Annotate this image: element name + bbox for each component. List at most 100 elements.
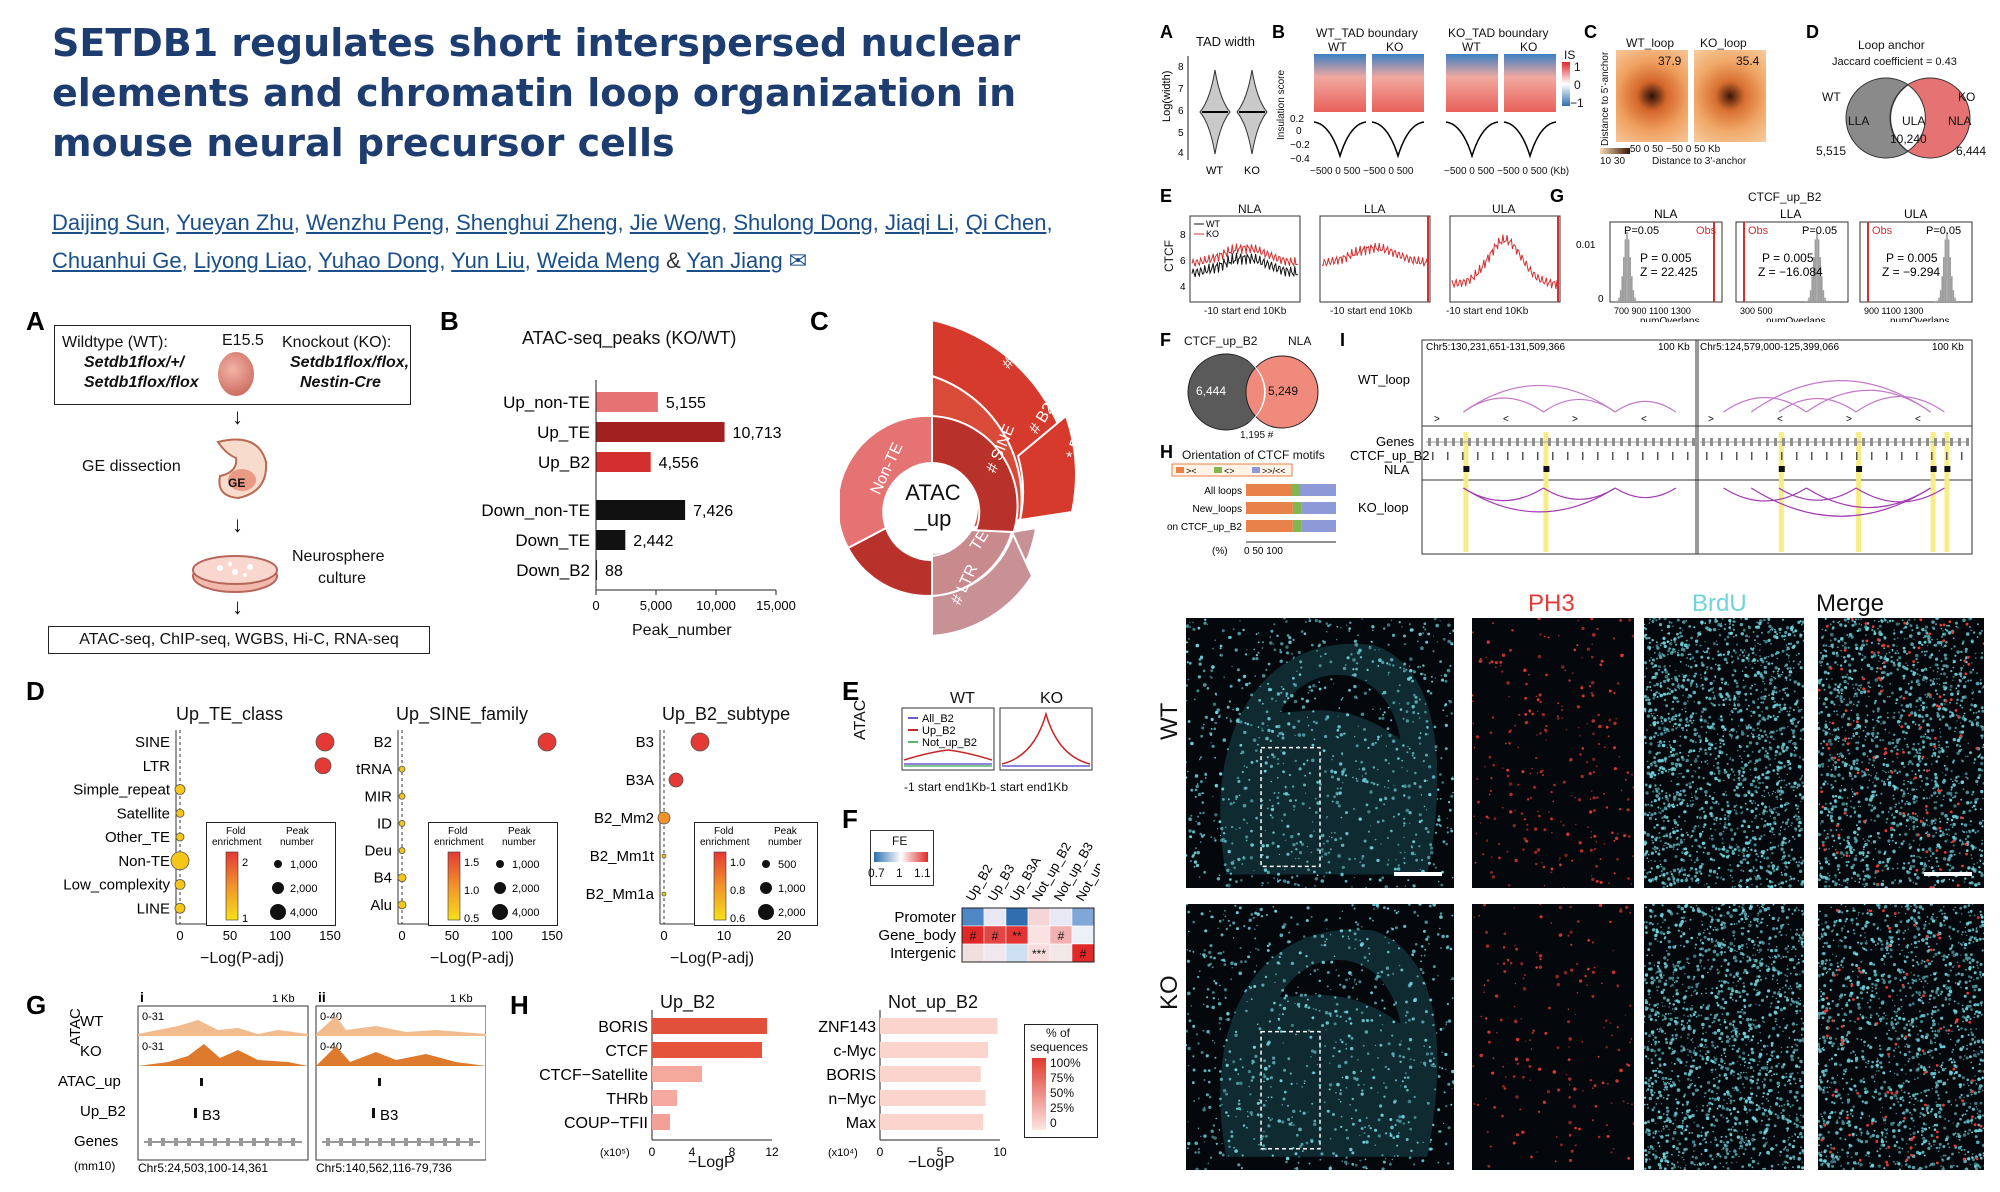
cell-dot: [1523, 818, 1526, 821]
cell-dot: [1322, 851, 1324, 853]
cell-dot: [1729, 874, 1732, 877]
cell-dot: [1846, 839, 1849, 843]
cell-dot: [1630, 883, 1633, 885]
cell-dot: [1292, 682, 1296, 686]
cell-dot: [1882, 861, 1885, 864]
cell-dot: [1777, 675, 1780, 677]
cell-dot: [1776, 772, 1779, 775]
cell-dot: [1932, 670, 1935, 672]
cell-dot: [1661, 671, 1664, 674]
cell-dot: [1482, 853, 1485, 856]
cell-dot: [1840, 784, 1843, 787]
author-link[interactable]: Jie Weng: [629, 210, 722, 235]
author-link[interactable]: Jiaqi Li: [885, 210, 954, 235]
legend-fe-title: Fold: [714, 826, 733, 837]
cell-dot: [1761, 773, 1765, 777]
cell-dot: [1913, 638, 1915, 640]
dot: [174, 784, 186, 795]
i-gene-exon: [1588, 438, 1591, 446]
cell-dot: [1955, 775, 1958, 778]
cell-dot: [1684, 707, 1686, 709]
legend-pn-title: number: [280, 837, 315, 848]
cell-dot: [1982, 862, 1984, 865]
cell-dot: [1477, 800, 1480, 804]
cell-dot: [1665, 808, 1668, 811]
author-link[interactable]: Yuhao Dong: [318, 248, 440, 273]
cell-dot: [1337, 804, 1341, 808]
cell-dot: [1410, 851, 1415, 856]
cell-dot: [1401, 759, 1404, 762]
i-nla-mark: [1463, 466, 1470, 472]
mail-icon[interactable]: ✉: [782, 248, 808, 273]
cell-dot: [1669, 750, 1673, 754]
cell-dot: [1862, 752, 1866, 756]
cell-dot: [1693, 701, 1695, 703]
author-link[interactable]: Chuanhui Ge: [52, 248, 182, 273]
author-link[interactable]: Qi Chen: [965, 210, 1047, 235]
cell-dot: [1975, 681, 1980, 686]
cell-dot: [1699, 832, 1703, 836]
i-ctcf-mark: [1492, 452, 1494, 460]
cell-dot: [1620, 653, 1624, 658]
cell-dot: [1338, 791, 1342, 795]
cell-dot: [1692, 690, 1696, 695]
cell-dot: [1690, 800, 1692, 802]
author-link[interactable]: Daijing Sun: [52, 210, 165, 235]
cell-dot: [1277, 777, 1279, 779]
cell-dot: [1772, 706, 1774, 709]
cell-dot: [1717, 667, 1721, 671]
cell-dot: [1744, 841, 1749, 845]
author-link[interactable]: Yueyan Zhu: [176, 210, 294, 235]
cell-dot: [1862, 845, 1866, 849]
perm-hist: [1821, 276, 1823, 302]
cell-dot: [1645, 849, 1649, 853]
cell-dot: [1590, 692, 1593, 695]
cell-dot: [1385, 745, 1387, 747]
perm-hist: [1616, 300, 1619, 302]
cell-dot: [1418, 785, 1422, 789]
cell-dot: [1905, 731, 1908, 735]
cell-dot: [1709, 837, 1711, 839]
cell-dot: [1337, 854, 1341, 858]
author-link[interactable]: Shenghui Zheng: [456, 210, 618, 235]
cell-dot: [1631, 634, 1634, 638]
cell-dot: [1766, 810, 1768, 813]
cell-dot: [1210, 727, 1213, 730]
cell-dot: [1956, 690, 1960, 694]
cell-dot: [1896, 637, 1899, 639]
cell-dot: [1371, 629, 1374, 632]
cell-dot: [1312, 720, 1316, 723]
cell-dot: [1440, 678, 1445, 682]
author-link[interactable]: Yun Liu: [451, 248, 525, 273]
cell-dot: [1708, 795, 1711, 798]
cell-dot: [1472, 631, 1475, 634]
ko-insulation-heatmap-2: [1504, 54, 1556, 112]
cell-dot: [1545, 739, 1547, 741]
cell-dot: [1509, 648, 1512, 652]
chart-title-B: ATAC-seq_peaks (KO/WT): [522, 328, 737, 348]
cell-dot: [1261, 702, 1264, 705]
cell-dot: [1835, 651, 1839, 655]
cell-dot: [1827, 808, 1830, 811]
cell-dot: [1859, 690, 1864, 695]
cell-dot: [1785, 866, 1789, 869]
cell-dot: [1713, 772, 1716, 775]
cell-dot: [1894, 806, 1896, 808]
cell-dot: [1704, 794, 1707, 797]
author-link[interactable]: Liyong Liao: [193, 248, 307, 273]
author-link[interactable]: Yan Jiang: [686, 248, 783, 273]
cell-dot: [1596, 627, 1599, 631]
author-link[interactable]: Wenzhu Peng: [306, 210, 444, 235]
cell-dot: [1971, 689, 1974, 691]
i-ctcf-mark: [1552, 452, 1554, 460]
cell-dot: [1653, 716, 1657, 720]
cell-dot: [1660, 681, 1662, 684]
cell-dot: [1295, 848, 1298, 851]
cell-dot: [1723, 768, 1726, 772]
author-link[interactable]: Shulong Dong: [733, 210, 873, 235]
author-link[interactable]: Weida Meng: [536, 248, 660, 273]
cell-dot: [1749, 692, 1752, 695]
cell-dot: [1233, 860, 1235, 862]
cell-dot: [1238, 712, 1241, 716]
